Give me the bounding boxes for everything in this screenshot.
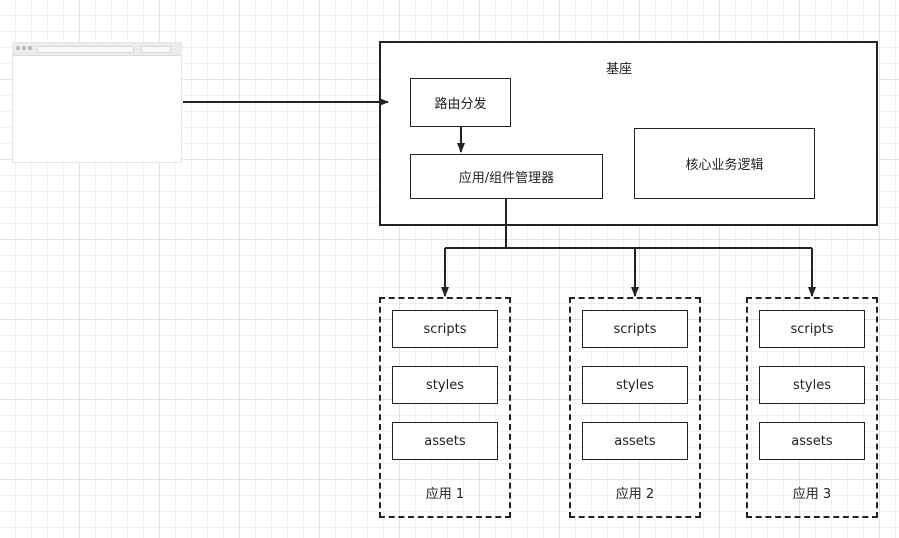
- search-bar: [141, 46, 171, 53]
- styles-box: styles: [759, 366, 865, 404]
- scripts-box: scripts: [392, 310, 498, 348]
- scripts-box: scripts: [582, 310, 688, 348]
- assets-box: assets: [392, 422, 498, 460]
- assets-box: assets: [582, 422, 688, 460]
- app-label: 应用 1: [425, 487, 465, 502]
- router-box: 路由分发: [410, 78, 511, 127]
- browser-toolbar: [13, 43, 181, 56]
- address-bar: [37, 46, 134, 53]
- browser-window-icon: [12, 42, 182, 163]
- assets-box: assets: [759, 422, 865, 460]
- scripts-box: scripts: [759, 310, 865, 348]
- app-manager-box: 应用/组件管理器: [410, 154, 603, 199]
- app-label: 应用 3: [792, 487, 832, 502]
- base-title: 基座: [605, 62, 632, 77]
- styles-box: styles: [392, 366, 498, 404]
- app-label: 应用 2: [615, 487, 655, 502]
- app-container: [746, 297, 878, 518]
- core-logic-box: 核心业务逻辑: [634, 128, 815, 199]
- window-controls-icon: [16, 46, 32, 50]
- styles-box: styles: [582, 366, 688, 404]
- app-container: [379, 297, 511, 518]
- app-container: [569, 297, 701, 518]
